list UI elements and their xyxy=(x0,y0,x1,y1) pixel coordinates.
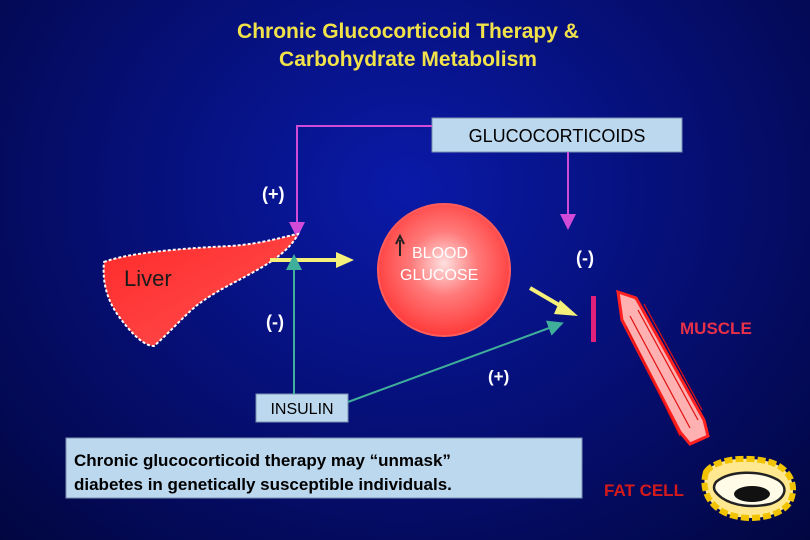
note-line-1: Chronic glucocorticoid therapy may “unma… xyxy=(74,451,451,470)
note-box xyxy=(65,437,583,499)
blood-label: BLOOD xyxy=(412,245,468,262)
title-line-2: Carbohydrate Metabolism xyxy=(279,48,537,71)
insulin-box xyxy=(255,393,349,423)
gc-to-liver-line xyxy=(289,125,432,238)
insulin-to-muscle-line xyxy=(347,320,564,403)
glucocorticoids-label: GLUCOCORTICOIDS xyxy=(469,126,646,146)
note-line-2: diabetes in genetically susceptible indi… xyxy=(74,475,452,494)
glucose-label: GLUCOSE xyxy=(400,267,478,284)
glucose-to-muscle-arrowhead xyxy=(554,300,578,316)
muscle-icon xyxy=(616,289,710,446)
fat-cell-label: FAT CELL xyxy=(604,481,684,500)
fat-cell-icon xyxy=(701,455,797,521)
insulin-muscle-effect: (+) xyxy=(488,367,509,386)
title-line-1: Chronic Glucocorticoid Therapy & xyxy=(237,20,579,43)
glucocorticoids-box xyxy=(431,117,683,153)
liver-to-glucose-arrowhead xyxy=(336,252,354,268)
insulin-label: INSULIN xyxy=(270,401,333,418)
liver-label: Liver xyxy=(124,266,172,291)
insulin-liver-effect: (-) xyxy=(266,312,284,332)
up-arrow-icon xyxy=(395,233,405,256)
liver-icon xyxy=(102,232,300,348)
blood-glucose-circle xyxy=(377,203,511,337)
gc-liver-effect: (+) xyxy=(262,184,285,204)
muscle-label: MUSCLE xyxy=(680,319,752,338)
inhibition-bar xyxy=(591,296,596,342)
gc-muscle-effect: (-) xyxy=(576,248,594,268)
